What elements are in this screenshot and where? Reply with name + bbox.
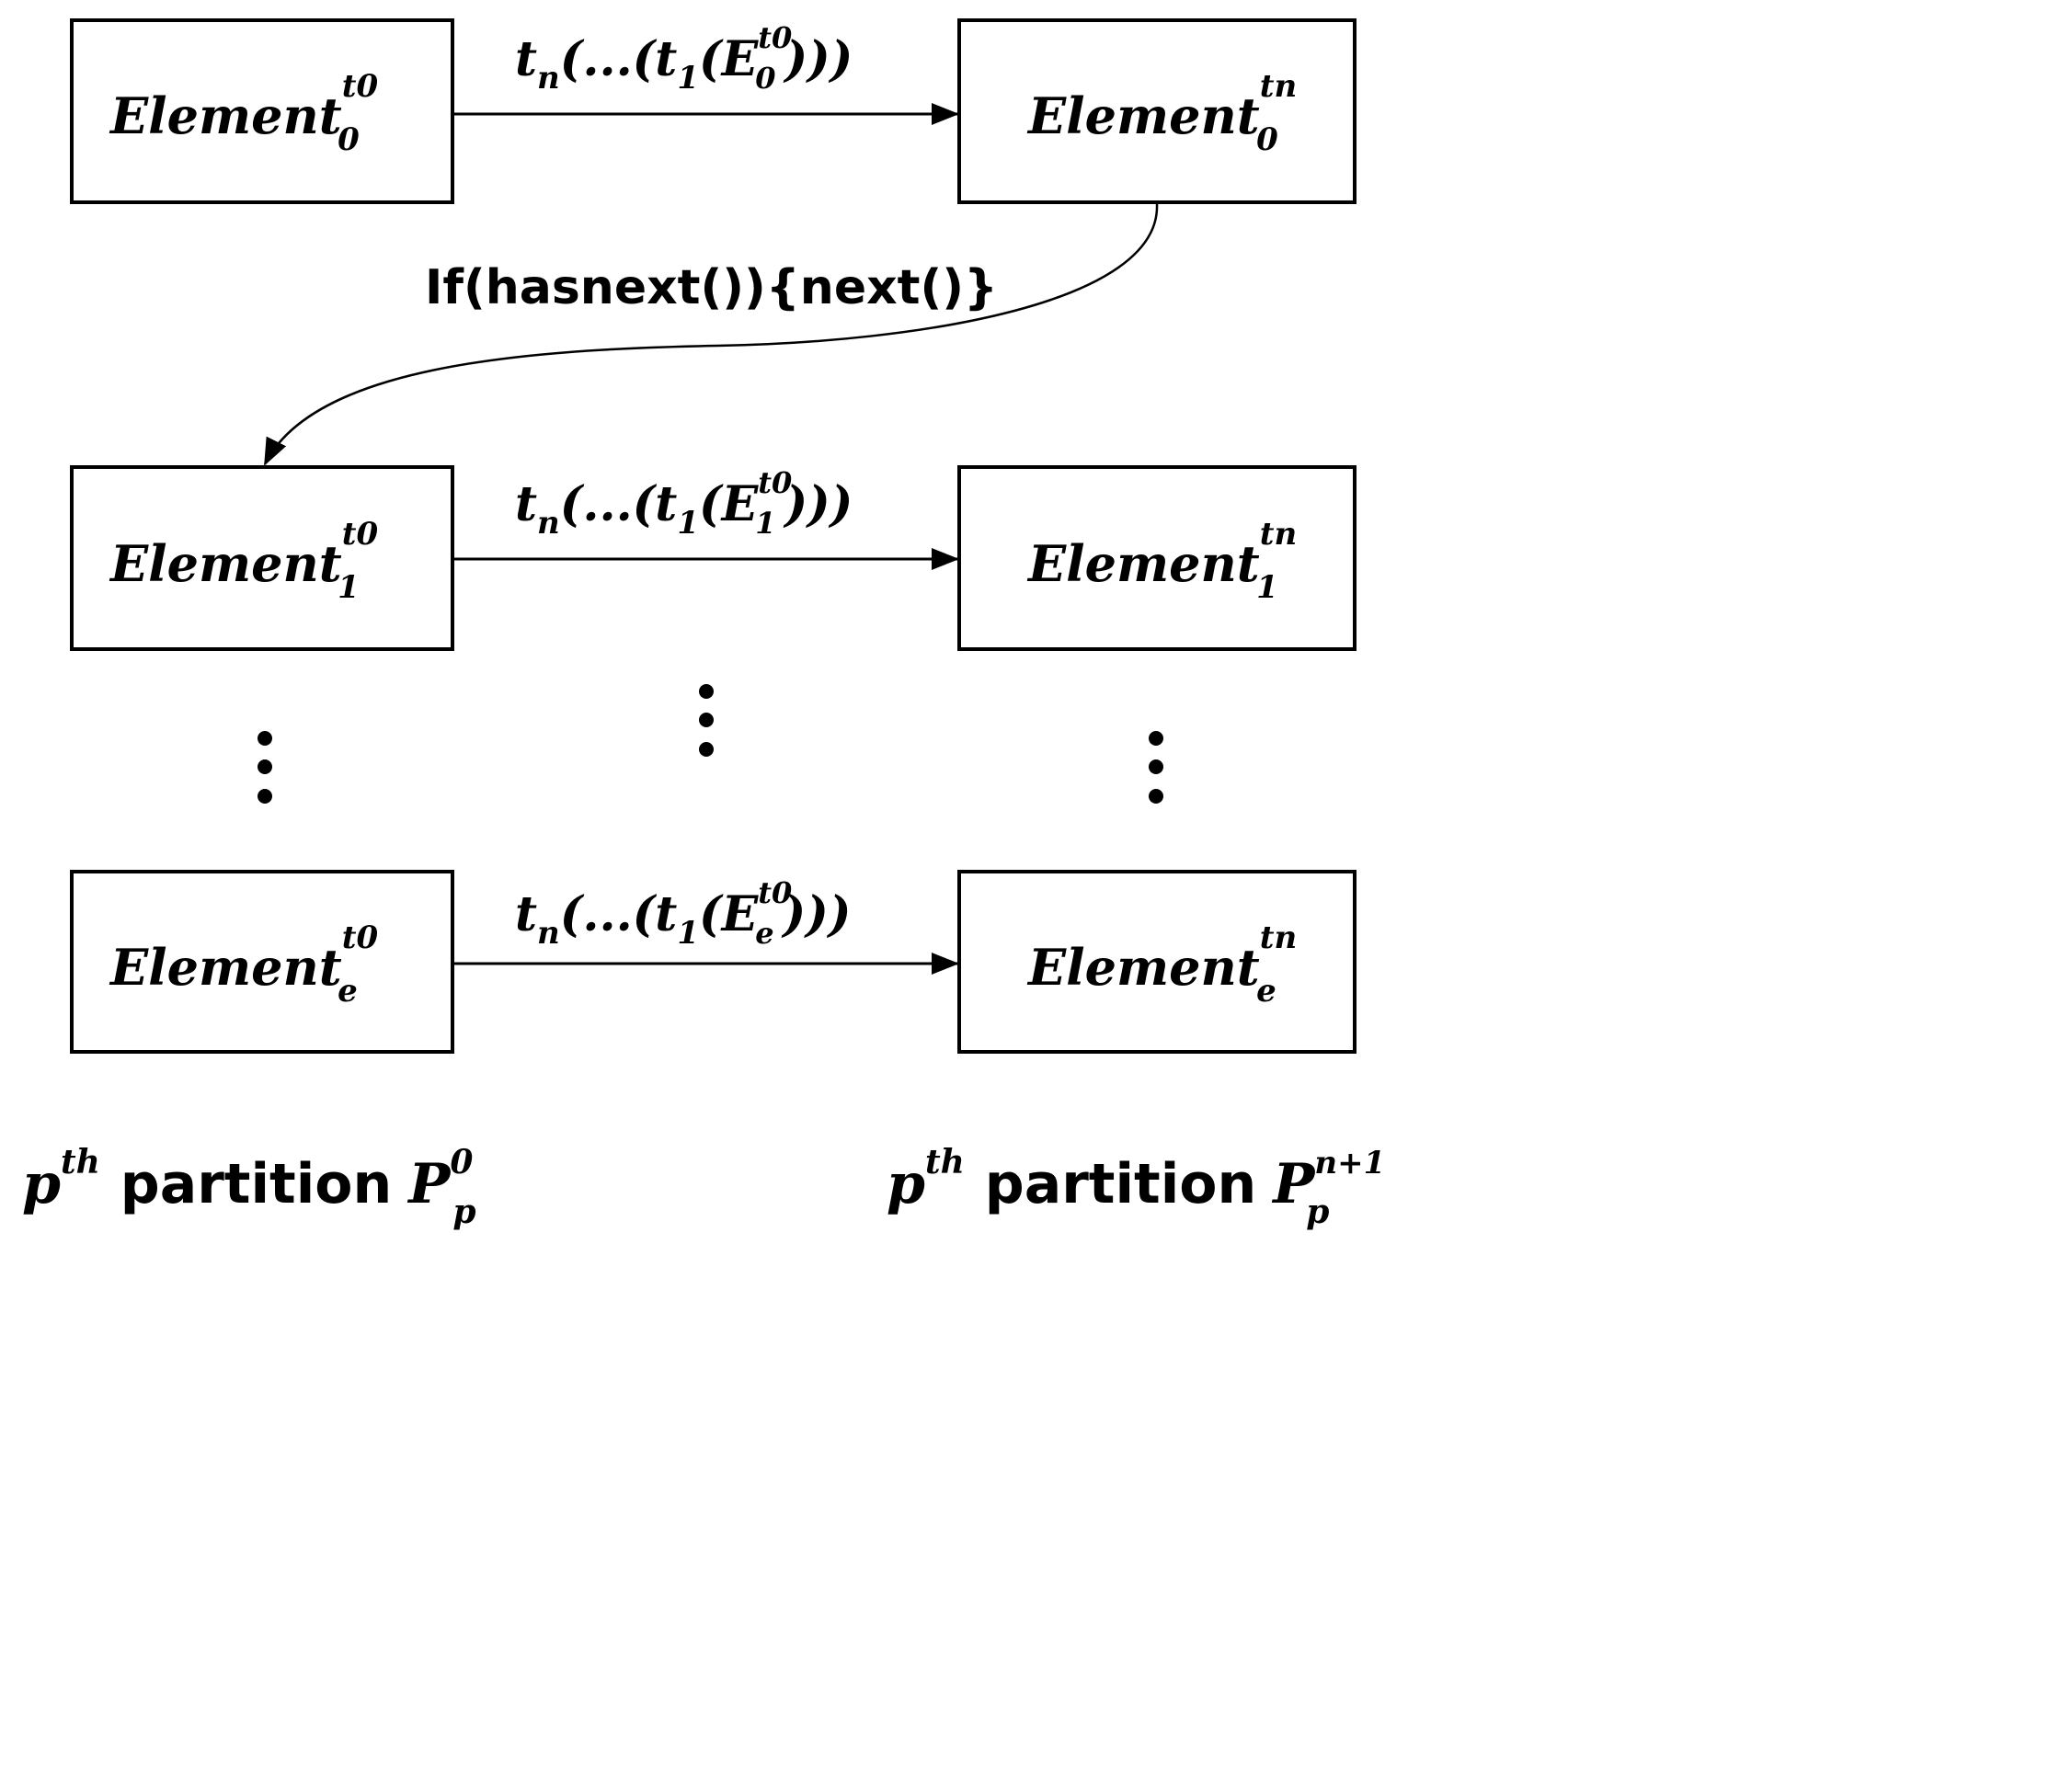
iterator-curve-arrow: [263, 203, 1159, 466]
vertical-ellipsis-left: [258, 731, 272, 804]
source-element-box: [70, 465, 454, 651]
vertical-ellipsis-right: [1149, 731, 1163, 804]
vertical-ellipsis-middle: [699, 684, 714, 757]
source-element-box: [70, 18, 454, 204]
target-element-box: [957, 18, 1357, 204]
target-element-box: [957, 870, 1357, 1054]
source-element-box: [70, 870, 454, 1054]
target-element-box: [957, 465, 1357, 651]
iterator-label: If(hasnext()){next()}: [425, 260, 998, 315]
